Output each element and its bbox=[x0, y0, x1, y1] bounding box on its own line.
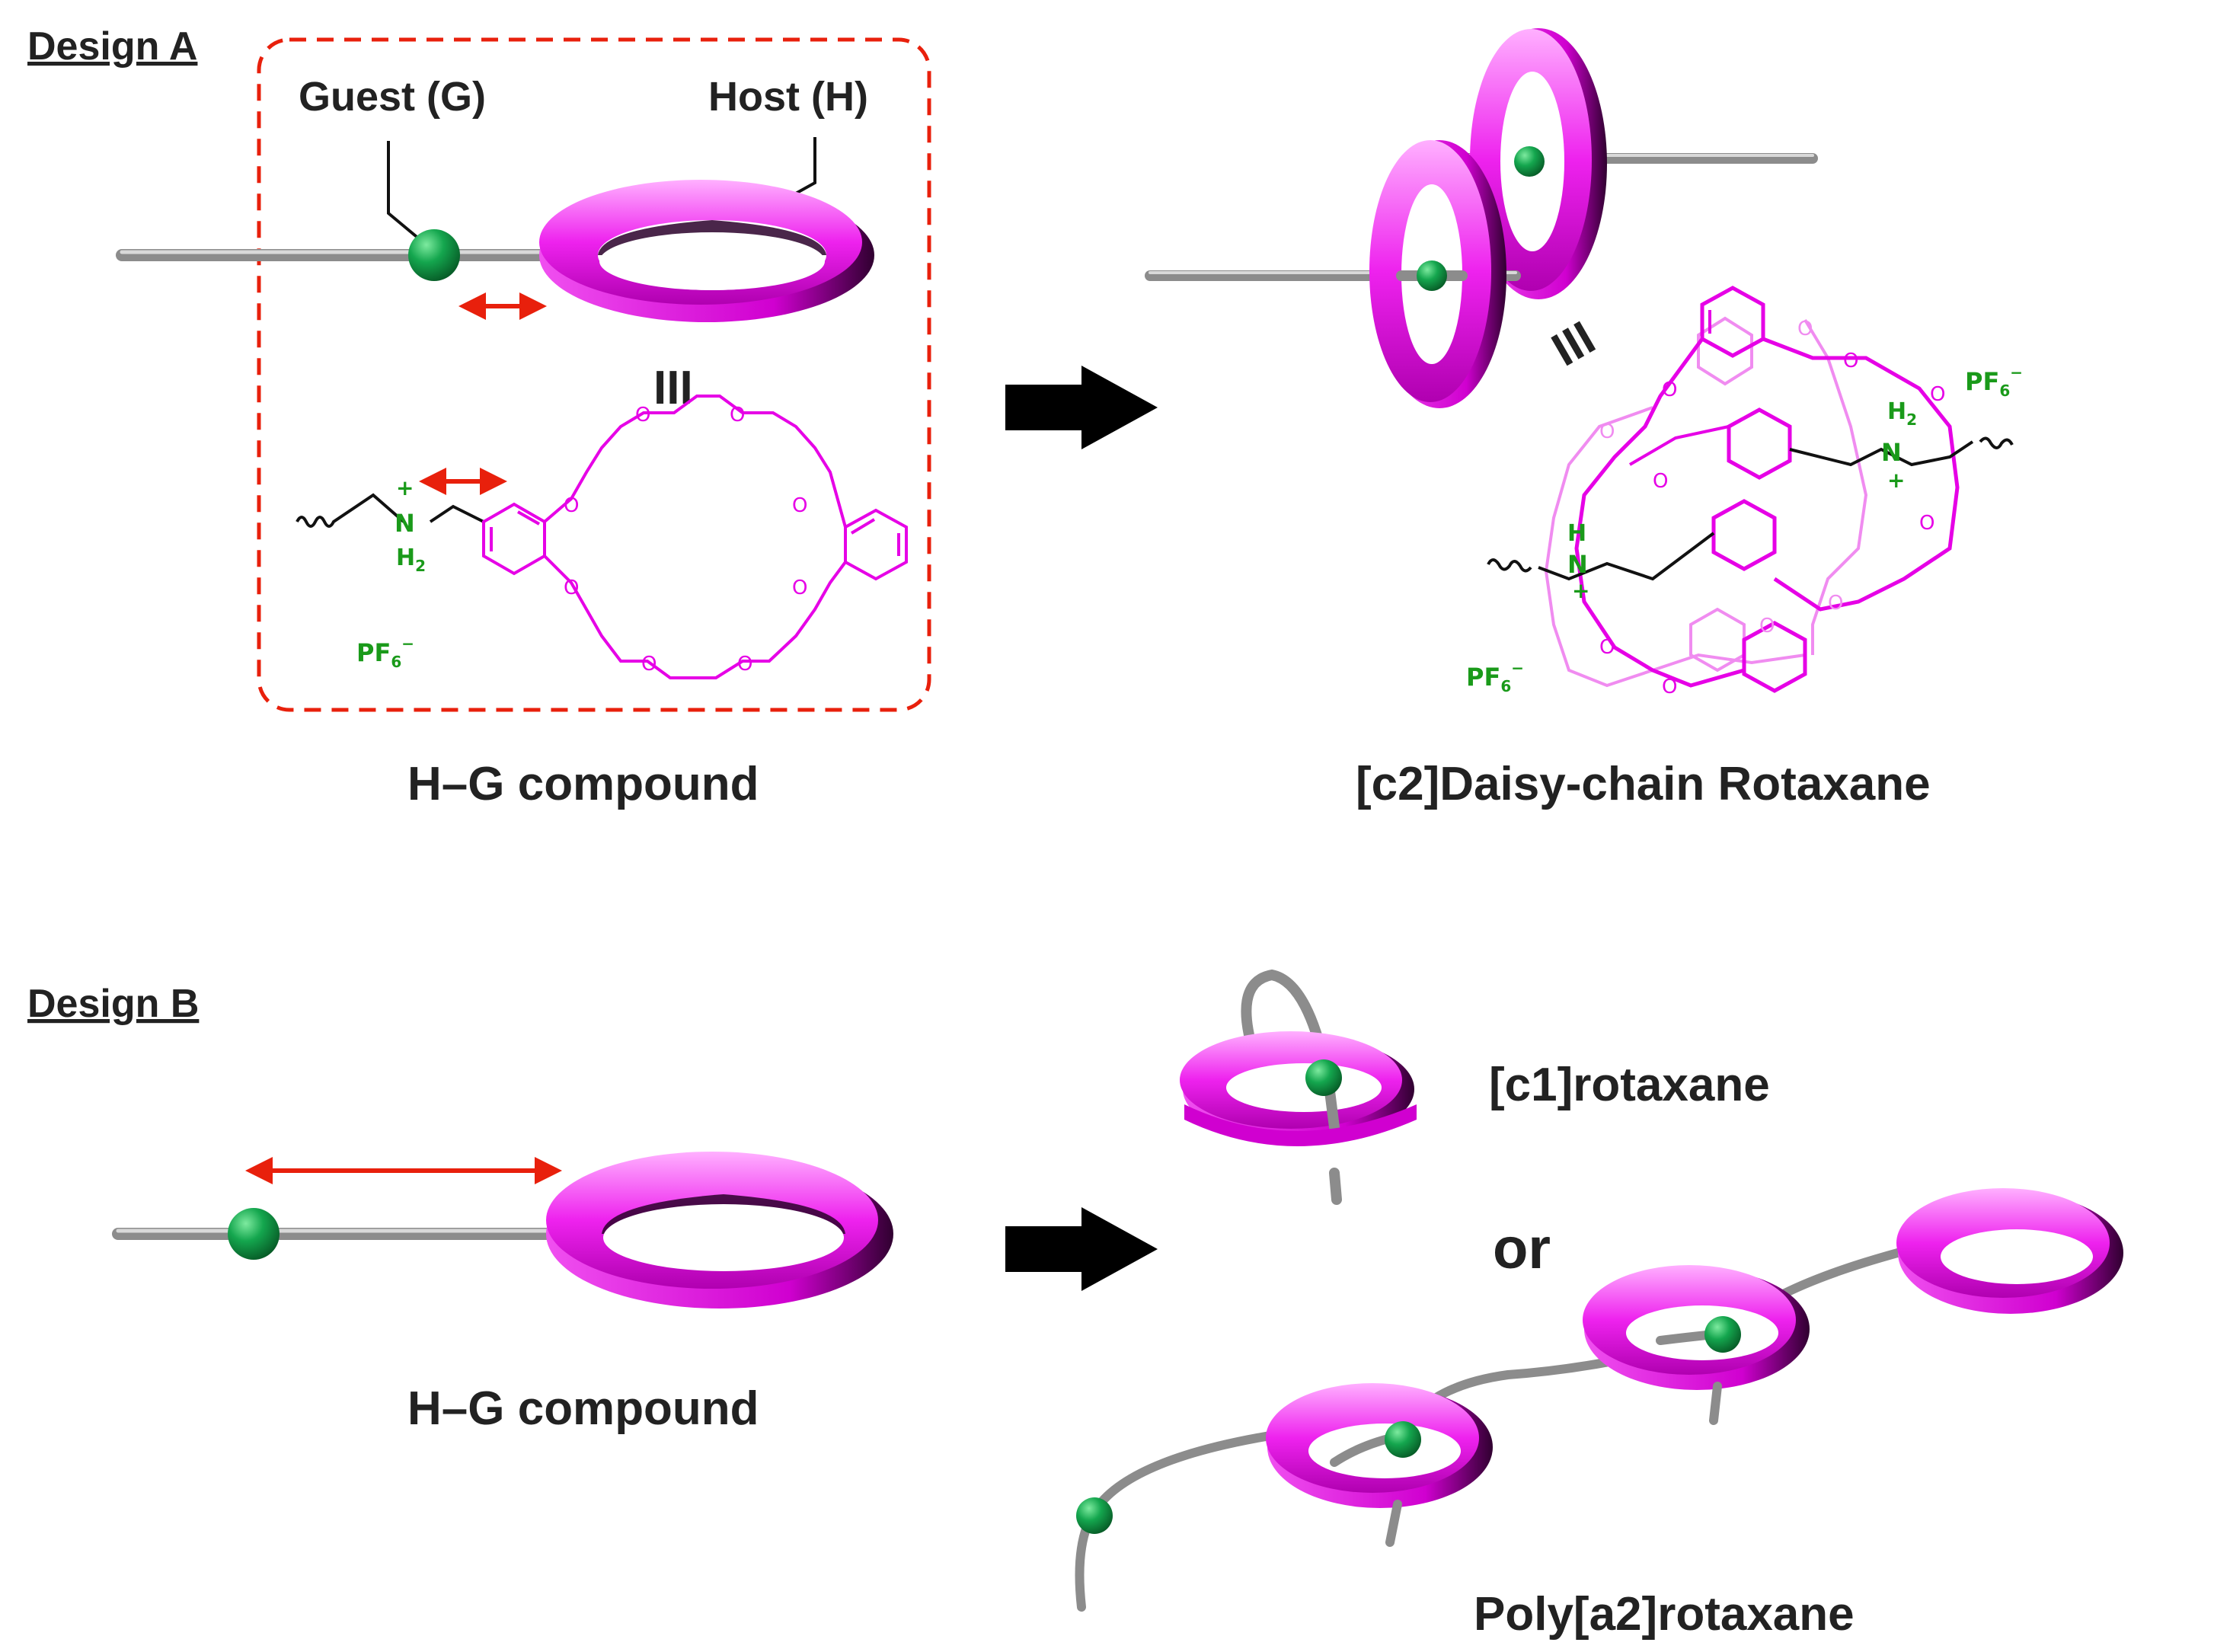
guest-label: Guest (G) bbox=[299, 74, 486, 120]
ammonium-axle-structure: + N H2 bbox=[296, 475, 484, 575]
reaction-arrow-b bbox=[1005, 1207, 1158, 1291]
design-a-header: Design A bbox=[27, 24, 197, 69]
c1-rotaxane-label: [c1]rotaxane bbox=[1489, 1059, 1770, 1111]
daisy-h2-upper: H2 bbox=[1887, 398, 1917, 429]
guest-bead-b bbox=[228, 1208, 280, 1260]
svg-text:O: O bbox=[1662, 676, 1677, 698]
hg-compound-caption-b: H–G compound bbox=[407, 1382, 759, 1435]
svg-text:O: O bbox=[1930, 383, 1945, 406]
counterion-a-right-top: PF6− bbox=[1965, 363, 2023, 400]
hg-compound-dashed-box bbox=[257, 37, 931, 712]
or-label: or bbox=[1493, 1216, 1551, 1281]
svg-text:O: O bbox=[1828, 592, 1843, 615]
reaction-arrow-a bbox=[1005, 366, 1158, 449]
ammonium-charge: + bbox=[396, 475, 414, 500]
daisy-chain-model bbox=[1145, 28, 1818, 408]
counterion-a-left: PF6− bbox=[356, 634, 414, 671]
daisy-nitrogen-upper: N bbox=[1881, 438, 1902, 467]
daisy-chain-caption: [c2]Daisy-chain Rotaxane bbox=[1356, 758, 1931, 810]
crown-ether-structure bbox=[482, 395, 908, 679]
svg-text:O: O bbox=[1843, 350, 1858, 372]
svg-text:O: O bbox=[1653, 470, 1668, 493]
svg-text:O: O bbox=[641, 653, 657, 676]
equivalence-symbol-a: III bbox=[653, 362, 693, 414]
daisy-chain-chem-structure bbox=[1487, 286, 2014, 693]
poly-rotaxane-model bbox=[1075, 1188, 2123, 1612]
host-ring-b bbox=[546, 1152, 893, 1308]
ammonium-h2: H2 bbox=[396, 545, 426, 575]
svg-text:O: O bbox=[1599, 420, 1615, 443]
host-ring-a bbox=[539, 180, 874, 322]
design-b-header: Design B bbox=[27, 982, 199, 1026]
daisy-charge-upper: + bbox=[1887, 468, 1905, 493]
svg-text:O: O bbox=[792, 494, 807, 517]
svg-text:O: O bbox=[1599, 636, 1615, 659]
ammonium-nitrogen: N bbox=[395, 509, 415, 538]
svg-text:O: O bbox=[564, 494, 579, 517]
crown-ether-oxygens: O O O O O O O O bbox=[564, 404, 807, 676]
poly-rotaxane-label: Poly[a2]rotaxane bbox=[1474, 1588, 1855, 1641]
svg-text:O: O bbox=[1759, 615, 1775, 637]
svg-text:O: O bbox=[792, 577, 807, 599]
equivalence-symbol-b: III bbox=[1544, 312, 1604, 377]
hg-compound-caption-a: H–G compound bbox=[407, 758, 759, 810]
daisy-charge-lower: + bbox=[1572, 578, 1589, 603]
svg-text:O: O bbox=[730, 404, 745, 427]
counterion-a-right-bottom: PF6− bbox=[1466, 659, 1524, 695]
daisy-chain-chem-labels: O O O O O O O O O O O H2 N + H N + bbox=[1567, 318, 1945, 698]
svg-text:O: O bbox=[1797, 318, 1813, 340]
guest-bead-a bbox=[408, 229, 460, 281]
c1-rotaxane-model bbox=[1180, 969, 1417, 1205]
svg-text:O: O bbox=[564, 577, 579, 599]
svg-text:O: O bbox=[635, 404, 650, 427]
svg-text:O: O bbox=[1919, 512, 1934, 535]
svg-text:O: O bbox=[737, 653, 752, 676]
svg-text:O: O bbox=[1662, 379, 1677, 401]
host-label: Host (H) bbox=[708, 74, 868, 120]
daisy-nitrogen-lower: N bbox=[1567, 550, 1588, 579]
daisy-hydrogen-lower: H bbox=[1567, 520, 1586, 547]
